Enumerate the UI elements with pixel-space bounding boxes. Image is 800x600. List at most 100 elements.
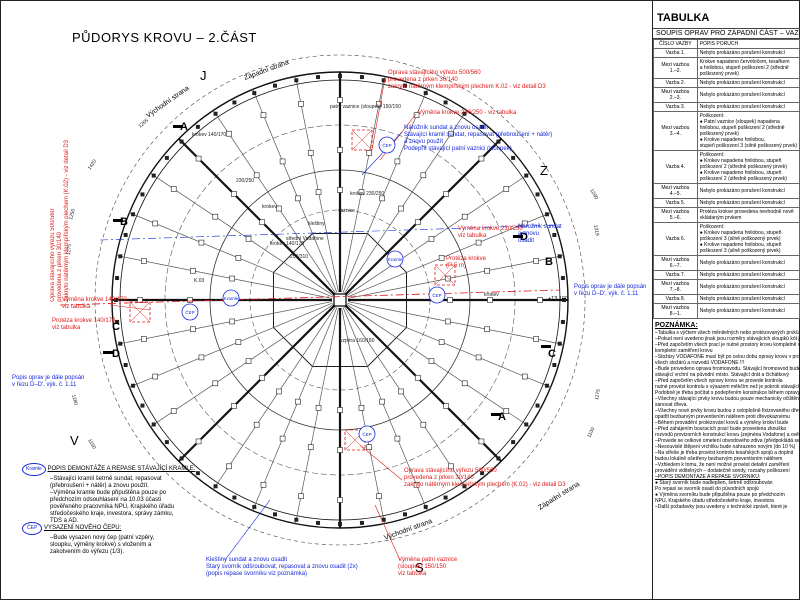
wall-plate-block	[443, 100, 448, 105]
main-truss-rafter	[344, 304, 502, 462]
table-row: Vazba 5.Nebylo prokázáno porušení konstr…	[653, 198, 800, 208]
note-line: budou lokálně ošetřeny bezbarvým prevent…	[655, 456, 783, 462]
callout-red-6: Výměna krokve 230/250 viz tabulka	[458, 226, 523, 239]
wall-plate-block	[272, 512, 277, 517]
blue-tag-circle	[222, 289, 240, 307]
blue-tag-label: ČEP	[362, 431, 371, 437]
post-marker	[245, 358, 252, 364]
rafter	[295, 76, 339, 293]
post-marker	[337, 147, 343, 153]
legend-line: –Výměna kramle bude připuštěna pouze po	[50, 490, 167, 496]
row-desc: Nebylo prokázáno porušení konstrukcí	[696, 198, 800, 208]
rafter	[344, 110, 467, 294]
table-row: Vazba 3.Nebylo prokázáno porušení konstr…	[653, 102, 800, 112]
row-id: Vazba 3.	[653, 102, 698, 112]
table-row: Vazba 6.Poškození: ● Krokev napadena hni…	[653, 222, 800, 256]
note-line: –Pokud není uvedeno jinak jsou rozměry s…	[655, 336, 800, 342]
note-line: stávající vrchní na původní místo. Stáva…	[655, 372, 789, 378]
wall-plate-block	[359, 520, 364, 525]
street-orientation-label: Západní strana	[243, 59, 290, 82]
wall-plate-block	[552, 363, 557, 368]
dimension-number: 1180	[70, 394, 79, 406]
wall-plate-block	[114, 298, 118, 302]
post-marker	[533, 336, 539, 342]
blue-tag-circle	[428, 286, 446, 304]
note-line: –Tabulka s výčtem všech měnitelných nebo…	[655, 330, 800, 336]
post-marker	[152, 373, 159, 380]
blue-tag-label: ČEP	[382, 142, 391, 148]
member-label: vzpěra 160/180	[340, 338, 375, 344]
post-marker	[195, 438, 202, 445]
wall-plate-block	[316, 75, 321, 80]
wall-plate-block	[443, 495, 448, 500]
wall-plate-block	[115, 276, 120, 281]
side-letter: S	[415, 560, 424, 575]
row-desc: Nebylo prokázáno porušení konstrukcí	[696, 102, 800, 112]
note-subline: Po repasi se svorník osadí do původních …	[655, 486, 759, 492]
post-marker	[379, 398, 385, 405]
post-marker	[366, 150, 373, 156]
outer-dimension-circle	[94, 54, 586, 546]
legend-cep: ČEP VYSAZENÍ NOVÉHO ČEPU: –Bude vysazen …	[22, 522, 154, 556]
post-marker	[447, 297, 453, 303]
post-marker	[445, 275, 451, 282]
wall-plate-block	[213, 484, 218, 489]
wall-plate-block	[294, 78, 299, 83]
blue-tag-label: Kramle	[388, 257, 403, 262]
side-letter: Z	[540, 163, 548, 178]
post-marker	[398, 388, 404, 395]
rafter	[342, 307, 428, 511]
section-arrow-block	[491, 413, 501, 416]
wall-plate-block	[252, 91, 257, 96]
wall-plate-block	[511, 155, 516, 160]
note-line: sanovat dřeva.	[655, 402, 688, 408]
wall-plate-block	[252, 504, 257, 509]
wall-plate-block	[544, 383, 549, 388]
wall-plate-block	[480, 471, 485, 476]
section-mark-letter: A	[498, 411, 506, 423]
legend-line: sloupku, výměny krokve) s vložením a	[50, 542, 152, 548]
note-subline: NPÚ, Krajského úřadu středočeského kraje…	[655, 498, 774, 504]
leader-line	[371, 77, 386, 151]
callout-blue-4: Popis oprav je dále popsán v řezu D–D', …	[12, 375, 85, 388]
member-label: 250/310	[290, 254, 308, 260]
wall-plate-block	[140, 403, 145, 408]
blue-tag-circle	[358, 425, 376, 443]
post-marker	[394, 435, 401, 442]
callout-red-4: Výměna krokve 140/170 viz tabulka	[62, 297, 127, 310]
wall-plate-block	[403, 512, 408, 517]
wall-plate-block	[496, 139, 501, 144]
table-row: Vazba 4.Poškození: ● Krokev napadena hni…	[653, 150, 800, 184]
row-id: Mezi vazbou 3.–4.	[653, 111, 698, 151]
roof-plan-drawing: KramleČEPČEPČEPKramleČEPJZSVAABBCCDDZápa…	[59, 54, 602, 575]
member-label: krokev 230/250	[350, 191, 384, 197]
note-line: nutné provést kontrolu s výsazem měkčím …	[655, 384, 800, 390]
wall-plate-block	[140, 192, 145, 197]
rafter	[347, 301, 564, 345]
main-truss-rafter	[178, 304, 336, 462]
wall-plate-block	[151, 173, 156, 178]
section-arrow-block	[103, 351, 113, 354]
col-header-id: ČÍSLO VAZBY	[653, 39, 698, 49]
legend-line: –Bude vysazen nový čep (patní vzpěry,	[50, 535, 155, 541]
row-desc: Nebylo prokázáno porušení konstrukcí	[696, 279, 800, 295]
note-line: opatřit bezbarvým preventivním nátěrem p…	[655, 414, 790, 420]
wall-plate-block	[524, 173, 529, 178]
row-id: Vazba 6.	[653, 222, 698, 256]
blue-tag-label: ČEP	[432, 292, 441, 298]
notes-list: –Tabulka s výčtem všech měnitelných nebo…	[653, 330, 800, 510]
wall-plate-block	[118, 254, 123, 259]
post-marker	[298, 493, 304, 499]
post-marker	[212, 213, 219, 220]
rafter	[341, 76, 385, 293]
row-desc: Nebylo prokázáno porušení konstrukcí	[696, 183, 800, 199]
wall-plate-block	[294, 517, 299, 522]
table-row: Vazba 8.Nebylo prokázáno porušení konstr…	[653, 294, 800, 304]
section-arrow-block	[513, 235, 523, 238]
note-line: –Vzhledem k tomu, že není možné provést …	[655, 462, 790, 468]
table-row: Mezi vazbou 3.–4.Poškození: ● Patní vazn…	[653, 111, 800, 151]
leader-line	[374, 504, 401, 561]
post-marker	[337, 407, 343, 413]
wall-plate-block	[232, 100, 237, 105]
row-id: Vazba 1.	[653, 48, 698, 58]
